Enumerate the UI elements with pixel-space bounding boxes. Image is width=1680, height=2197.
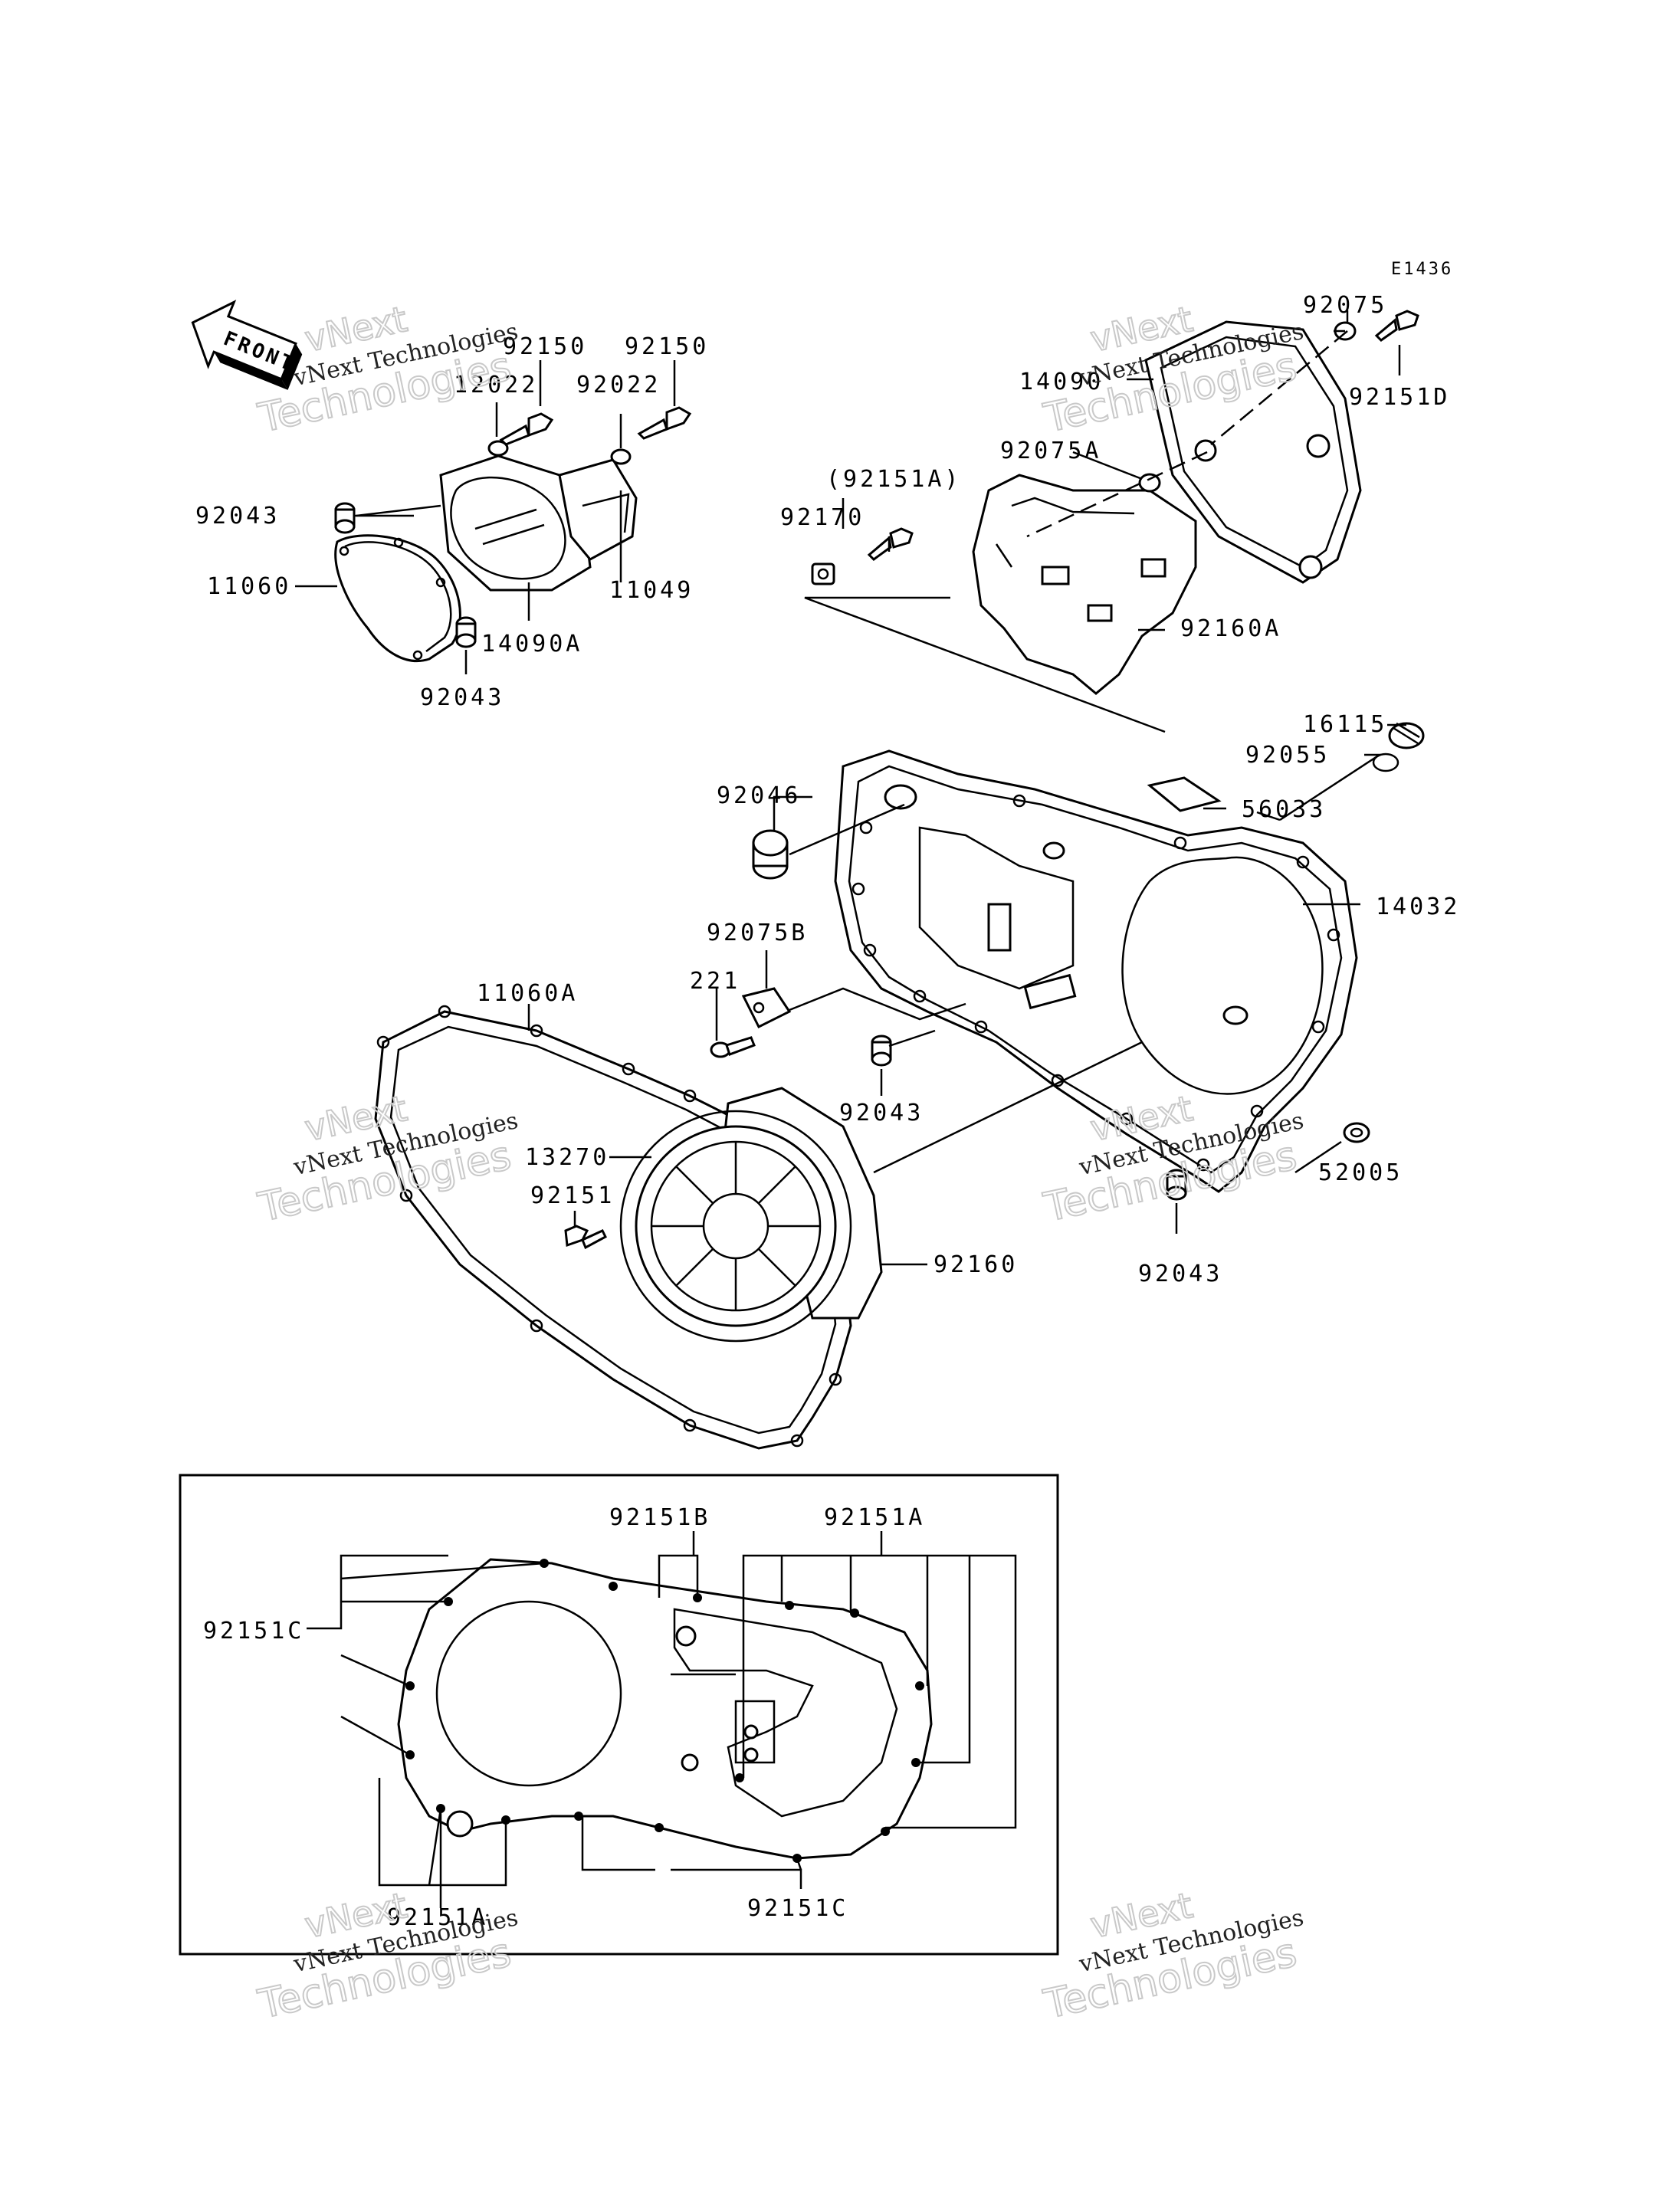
dowel-pin-92043-d — [1166, 1169, 1187, 1201]
part-label-92150-b: 92150 — [625, 333, 709, 360]
part-label-92151d: 92151D — [1349, 384, 1450, 411]
part-label-92151c-left: 92151C — [203, 1618, 304, 1644]
part-label-92170: 92170 — [780, 504, 865, 531]
clamp-92170-icon — [811, 562, 835, 585]
part-label-11060: 11060 — [207, 573, 291, 600]
diagram-code: E1436 — [1391, 260, 1453, 279]
bracket-92075b-icon — [741, 987, 792, 1029]
part-label-92160a: 92160A — [1180, 615, 1281, 642]
gasket-11060 — [334, 534, 461, 663]
part-label-11049: 11049 — [609, 577, 694, 604]
ring-13270 — [619, 1110, 852, 1343]
part-label-13270: 13270 — [525, 1144, 609, 1171]
part-label-92151: 92151 — [530, 1182, 615, 1209]
part-label-221: 221 — [690, 968, 740, 995]
part-label-11060a: 11060A — [477, 980, 578, 1007]
part-label-92075a: 92075A — [1000, 438, 1101, 464]
part-label-92151a-paren: (92151A) — [826, 466, 962, 493]
plug-16115-icon — [1388, 722, 1425, 749]
part-label-14032: 14032 — [1376, 894, 1460, 920]
bolt-92150-b — [610, 406, 692, 465]
dowel-pin-92043-c — [871, 1035, 892, 1067]
part-label-92151a-bottom: 92151A — [387, 1904, 488, 1931]
caution-label-56033 — [1147, 776, 1222, 812]
part-label-92046: 92046 — [717, 782, 801, 809]
part-label-92151c-bottom: 92151C — [747, 1895, 848, 1922]
part-label-92075b: 92075B — [707, 920, 808, 946]
seal-52005-icon — [1343, 1122, 1370, 1143]
gasket-92160a — [972, 474, 1197, 695]
bolt-92150-a — [487, 412, 554, 457]
part-label-92043-a: 92043 — [195, 503, 280, 530]
part-label-92043-c: 92043 — [839, 1100, 924, 1126]
part-label-56033: 56033 — [1242, 796, 1326, 823]
pump-housing-11049 — [558, 458, 638, 561]
part-label-92150-a: 92150 — [503, 333, 587, 360]
bolt-92151d-icon — [1374, 310, 1419, 342]
part-label-92075: 92075 — [1303, 292, 1387, 319]
o-ring-92055-icon — [1372, 753, 1399, 772]
part-label-92043-d: 92043 — [1138, 1261, 1222, 1287]
part-label-12022: 12022 — [454, 372, 538, 398]
dowel-pin-92043-b — [455, 616, 477, 648]
washer-92075a-icon — [1138, 473, 1161, 493]
watermark-bottom-left: vNext vNext Technologies Technologies — [254, 1884, 520, 2029]
part-label-16115: 16115 — [1303, 711, 1387, 738]
cover-92160 — [635, 1087, 883, 1327]
cover-14090 — [1144, 320, 1362, 584]
part-label-92055: 92055 — [1245, 742, 1330, 769]
dowel-pin-92043-a — [334, 502, 356, 534]
watermark-bottom-right: vNext vNext Technologies Technologies — [1039, 1884, 1306, 2029]
part-label-92022: 92022 — [576, 372, 661, 398]
bushing-92046-icon — [752, 829, 789, 880]
cover-14090a — [439, 454, 592, 592]
part-label-92160: 92160 — [934, 1251, 1018, 1278]
bolt-221-icon — [710, 1036, 756, 1058]
part-label-92151a-top: 92151A — [824, 1504, 925, 1531]
clutch-cover-14032 — [834, 749, 1358, 1193]
part-label-92043-b: 92043 — [420, 684, 504, 711]
inset-detail-box — [179, 1474, 1059, 1956]
part-label-14090a: 14090A — [481, 631, 582, 657]
inset-cover-outline — [397, 1558, 933, 1863]
front-arrow-icon: FRONT — [191, 300, 303, 390]
part-label-92151b: 92151B — [609, 1504, 710, 1531]
part-label-52005: 52005 — [1318, 1159, 1403, 1186]
bolt-92151a-icon — [867, 527, 914, 561]
part-label-14090: 14090 — [1019, 369, 1104, 395]
bolt-92151-icon — [564, 1225, 607, 1250]
